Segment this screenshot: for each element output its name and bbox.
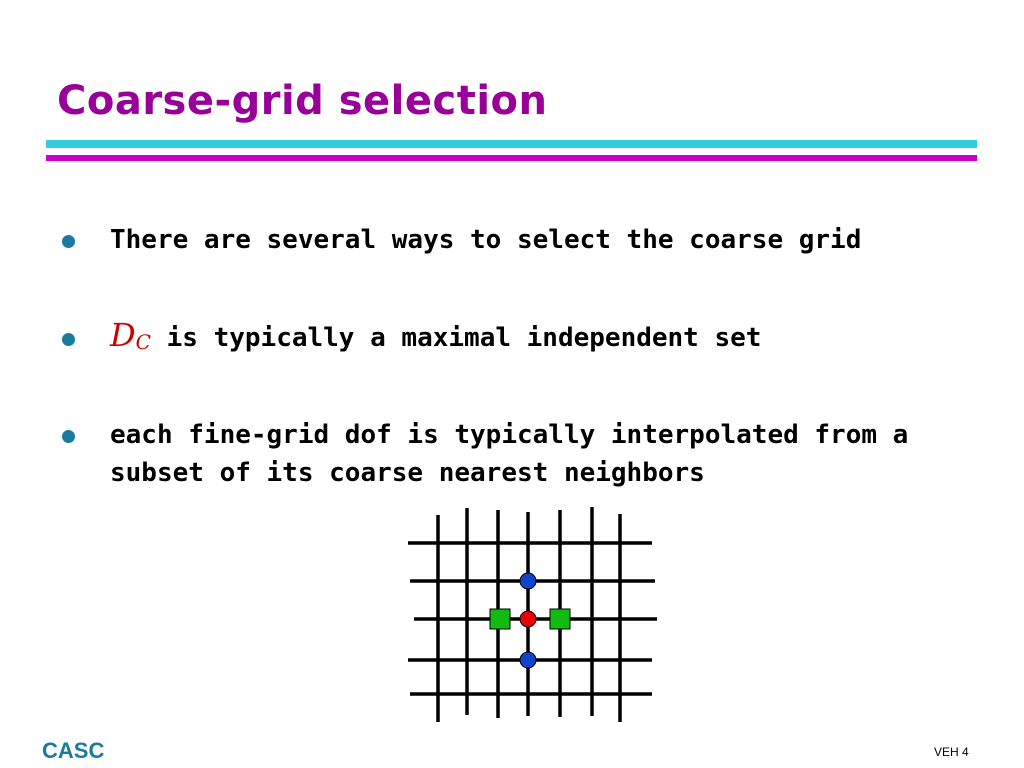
bullet-3-line-1: each fine-grid dof is typically interpol… [110,420,909,450]
math-main: D [110,316,136,354]
title-rule-magenta [46,155,977,161]
bullet-2-dot [62,333,75,346]
bullet-2-line: DC is typically a maximal independent se… [110,316,761,361]
grid-diagram [408,507,657,722]
coarse-neighbor-square-right [549,608,571,630]
math-symbol: DC [110,316,151,354]
bullet-3-dot [62,430,75,443]
bullet-3-line-2: subset of its coarse nearest neighbors [110,458,705,488]
bullet-2-text: is typically a maximal independent set [166,323,762,353]
fine-grid-node [519,610,537,628]
coarse-neighbor-circle-top [519,572,537,590]
title-rule-cyan [46,140,977,148]
math-subscript: C [135,330,151,354]
bullet-1-dot [62,235,75,248]
bullet-1-text: There are several ways to select the coa… [110,225,862,255]
coarse-neighbor-circle-bottom [519,651,537,669]
footer-page-label: VEH 4 [934,745,969,759]
coarse-neighbor-square-left [489,608,511,630]
footer-logo-text: CASC [42,738,105,763]
slide-title: Coarse-grid selection [57,78,548,124]
